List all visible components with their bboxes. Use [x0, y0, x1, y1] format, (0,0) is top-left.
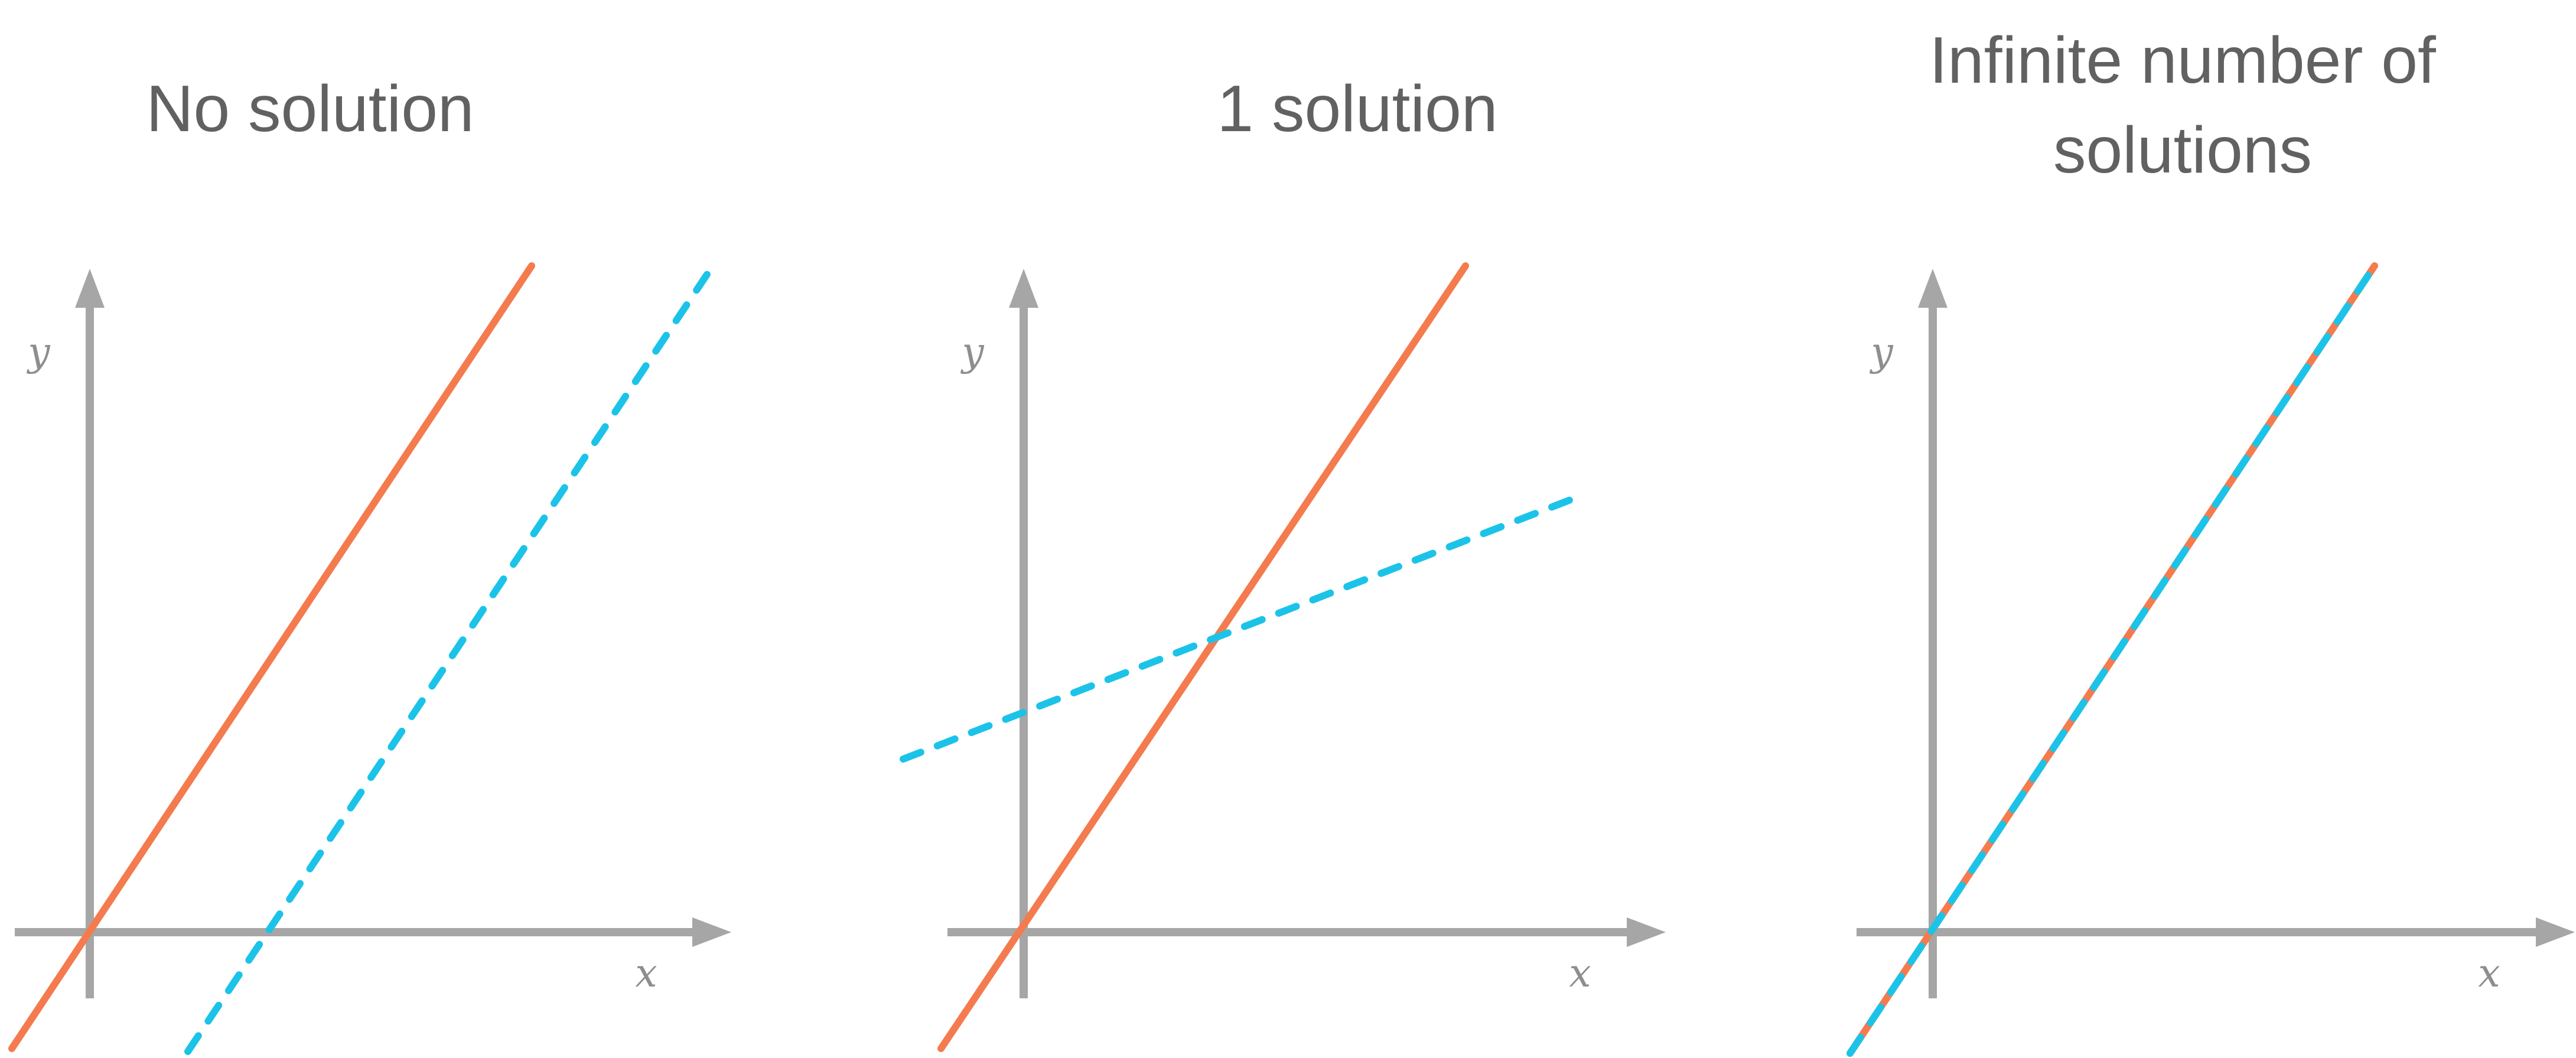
blue-dashed-line [900, 491, 1588, 763]
y-axis-arrow-icon [75, 269, 105, 308]
panel-title: No solution [146, 72, 474, 145]
y-axis-label: y [26, 329, 50, 375]
y-axis-arrow-icon [1009, 269, 1038, 308]
panel-title-line-2: solutions [2053, 113, 2312, 187]
orange-solid-line [937, 262, 1469, 1052]
blue-dashed-line [1846, 262, 2378, 1057]
panel-infinite-solutions: Infinite number of solutions y x [1846, 24, 2575, 1057]
y-axis-label: y [1869, 329, 1893, 375]
blue-dashed-line [184, 266, 714, 1055]
panel-title: Infinite number of [1929, 24, 2436, 97]
x-axis-label: x [635, 950, 657, 996]
y-axis-label: y [960, 329, 984, 375]
x-axis-arrow-icon [1627, 917, 1666, 947]
x-axis-arrow-icon [692, 917, 731, 947]
y-axis-arrow-icon [1918, 269, 1948, 308]
orange-solid-line [8, 262, 535, 1052]
panel-no-solution: No solution y x [8, 72, 731, 1055]
x-axis-label: x [1569, 950, 1591, 996]
panel-one-solution: 1 solution y x [900, 72, 1666, 1052]
x-axis-arrow-icon [2536, 917, 2575, 947]
x-axis-label: x [2478, 950, 2500, 996]
panel-title: 1 solution [1217, 72, 1497, 145]
